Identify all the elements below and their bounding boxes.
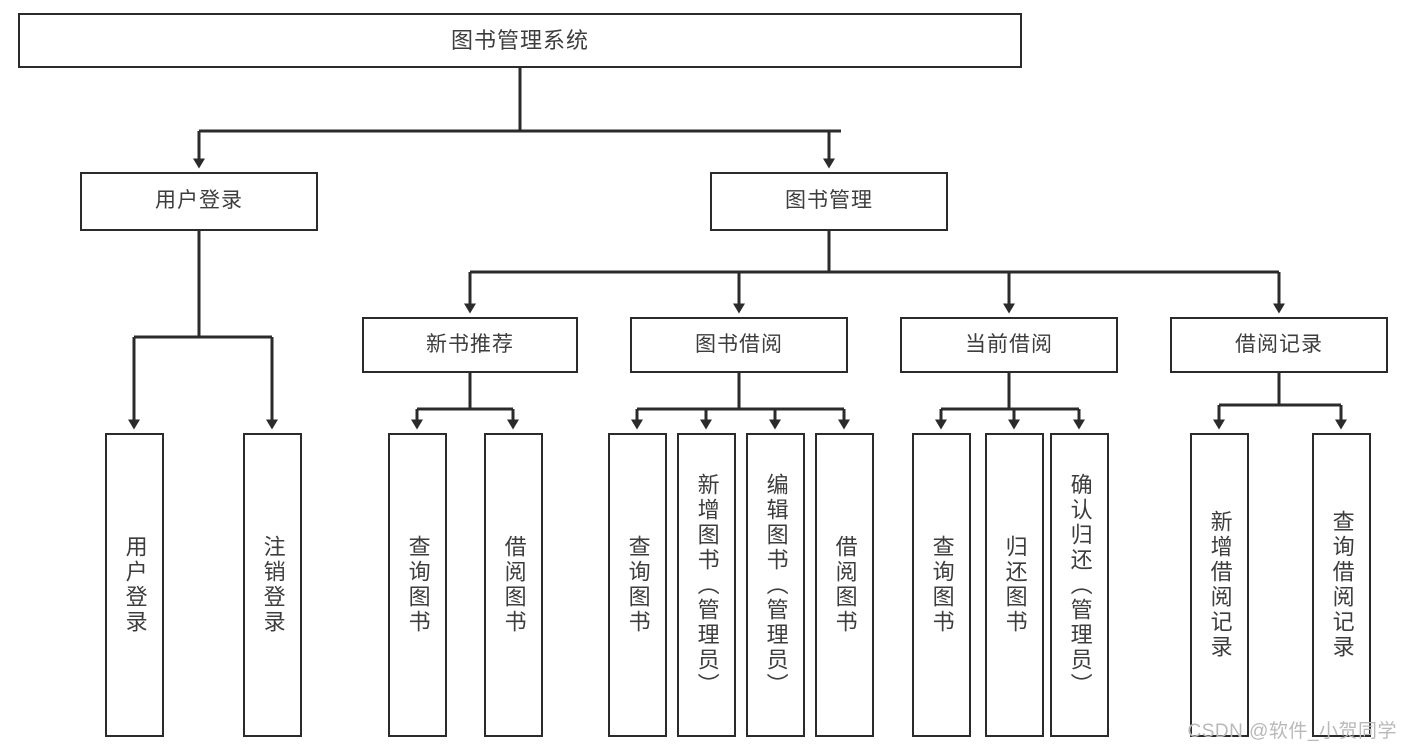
node-leaf-add-borrow-record-label: 新增借阅记录: [1207, 510, 1233, 660]
node-leaf-edit-book-admin-label: 编辑图书（管理员）: [763, 472, 789, 698]
node-leaf-borrow-book-2[interactable]: 借阅图书: [815, 433, 874, 737]
node-borrow-record[interactable]: 借阅记录: [1170, 317, 1388, 373]
node-leaf-query-book-2-label: 查询图书: [625, 535, 651, 635]
node-leaf-query-borrow-record[interactable]: 查询借阅记录: [1312, 433, 1371, 737]
node-new-book-recommend-label: 新书推荐: [426, 332, 514, 356]
node-leaf-query-book-1-label: 查询图书: [405, 535, 431, 635]
node-root-label: 图书管理系统: [450, 27, 589, 53]
node-leaf-edit-book-admin[interactable]: 编辑图书（管理员）: [746, 433, 805, 737]
node-leaf-query-book-1[interactable]: 查询图书: [388, 433, 447, 737]
node-leaf-query-book-2[interactable]: 查询图书: [608, 433, 667, 737]
node-leaf-confirm-return-admin-label: 确认归还（管理员）: [1067, 472, 1093, 698]
node-leaf-add-book-admin[interactable]: 新增图书（管理员）: [677, 433, 736, 737]
node-book-manage[interactable]: 图书管理: [710, 172, 948, 231]
node-leaf-confirm-return-admin[interactable]: 确认归还（管理员）: [1050, 433, 1109, 737]
node-leaf-return-book-label: 归还图书: [1002, 535, 1028, 635]
node-leaf-query-book-3-label: 查询图书: [929, 535, 955, 635]
node-leaf-logout[interactable]: 注销登录: [243, 433, 302, 737]
node-leaf-logout-label: 注销登录: [260, 535, 286, 635]
node-current-borrow-label: 当前借阅: [965, 332, 1053, 356]
node-leaf-borrow-book-2-label: 借阅图书: [832, 535, 858, 635]
node-leaf-borrow-book-1-label: 借阅图书: [501, 535, 527, 635]
node-book-borrow[interactable]: 图书借阅: [630, 317, 848, 373]
node-book-borrow-label: 图书借阅: [695, 332, 783, 356]
node-leaf-return-book[interactable]: 归还图书: [985, 433, 1044, 737]
node-root[interactable]: 图书管理系统: [18, 13, 1022, 68]
node-leaf-user-login-label: 用户登录: [122, 535, 148, 635]
node-current-borrow[interactable]: 当前借阅: [900, 317, 1118, 373]
node-user-login[interactable]: 用户登录: [80, 172, 318, 231]
node-book-manage-label: 图书管理: [785, 189, 873, 213]
node-user-login-label: 用户登录: [155, 189, 243, 213]
node-leaf-add-book-admin-label: 新增图书（管理员）: [694, 472, 720, 698]
node-new-book-recommend[interactable]: 新书推荐: [362, 317, 578, 373]
node-leaf-query-borrow-record-label: 查询借阅记录: [1329, 510, 1355, 660]
node-leaf-borrow-book-1[interactable]: 借阅图书: [484, 433, 543, 737]
node-leaf-user-login[interactable]: 用户登录: [105, 433, 164, 737]
node-leaf-query-book-3[interactable]: 查询图书: [912, 433, 971, 737]
node-leaf-add-borrow-record[interactable]: 新增借阅记录: [1190, 433, 1249, 737]
node-borrow-record-label: 借阅记录: [1235, 332, 1323, 356]
